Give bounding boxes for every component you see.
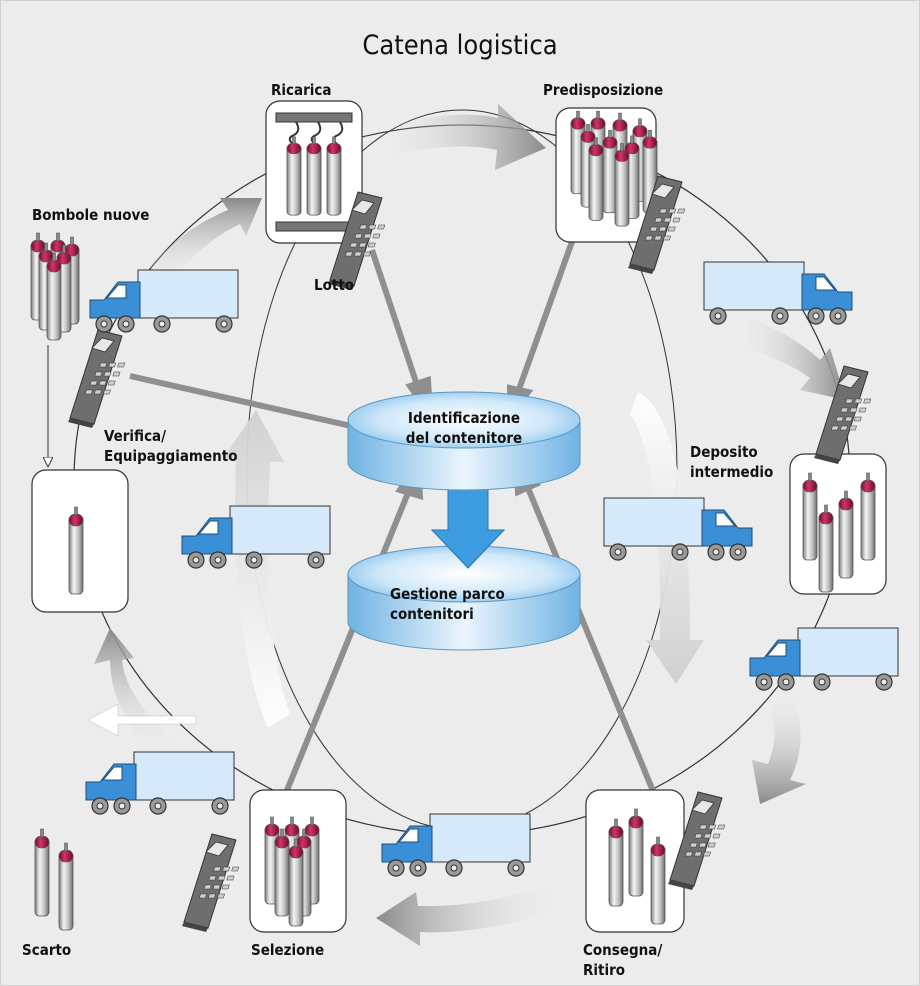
label-db-top-line2: del contenitore [405,429,523,447]
label-bombole-nuove: Bombole nuove [32,206,150,224]
label-selezione: Selezione [251,941,325,959]
refill-rack-icon [275,112,353,232]
flow-arrow-right-lower [752,690,806,804]
flow-arrow-left-lower [94,628,178,752]
label-deposito-line1: Deposito [690,443,758,461]
check-cylinder-icon [68,506,84,595]
label-deposito-line2: intermedio [690,463,774,481]
page-title: Catena logistica [362,30,558,61]
db-link-arrow [430,483,506,569]
label-verifica-line2: Equipaggiamento [104,447,238,465]
label-predisposizione: Predisposizione [543,81,664,99]
arrow-to-scrap [87,703,197,737]
label-db-top-line1: Identificazione [407,409,521,427]
label-db-bottom-line1: Gestione parco [390,585,505,603]
label-verifica-line1: Verifica/ [104,427,167,445]
label-consegna-line1: Consegna/ [583,941,663,959]
flow-arrow-new-to-refill [150,198,262,282]
database-bottom [347,545,581,651]
label-consegna-line2: Ritiro [583,961,626,979]
flow-arrow-bottom [376,884,560,946]
label-ricarica: Ricarica [271,81,332,99]
inner-arrow-up [222,410,290,728]
flow-arrow-top [378,104,546,170]
label-db-bottom-line2: contenitori [390,605,474,623]
label-scarto: Scarto [22,941,72,959]
label-lotto: Lotto [314,276,355,294]
database-top [347,391,581,491]
flow-arrow-right-upper [738,316,846,400]
